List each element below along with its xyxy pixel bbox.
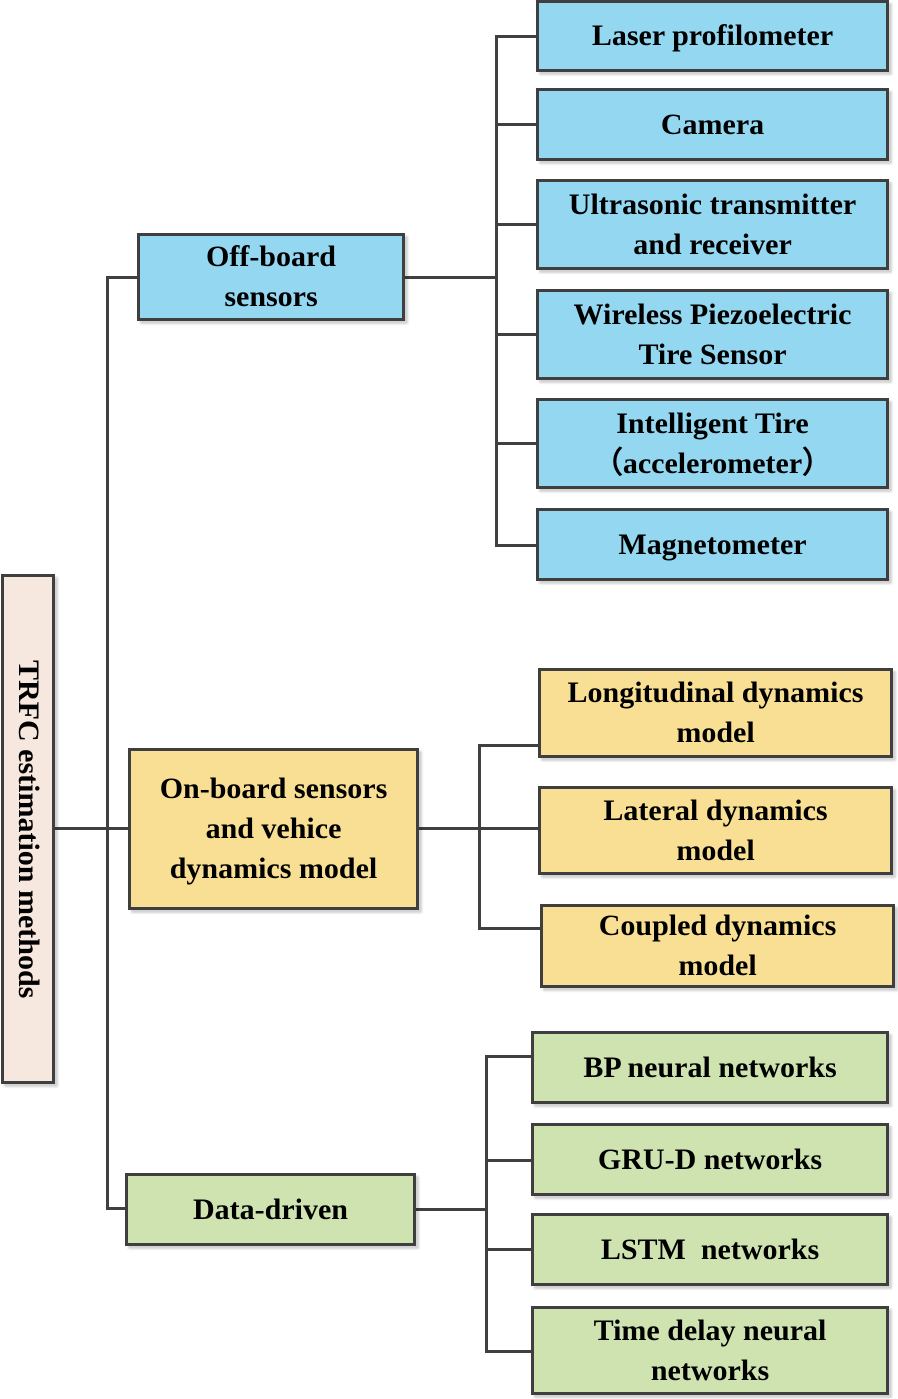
category-label-line: Off-board xyxy=(206,240,336,273)
method-bp-neural-networks: BP neural networks xyxy=(531,1031,889,1104)
root-node: TRFC estimation methods xyxy=(1,574,55,1084)
method-time-delay-neural-networks: Time delay neural networks xyxy=(531,1306,889,1395)
method-laser-profilometer: Laser profilometer xyxy=(536,0,889,72)
method-label: Intelligent Tire xyxy=(616,406,809,440)
method-intelligent-tire: Intelligent Tire （accelerometer） xyxy=(536,398,889,489)
method-label: Laser profilometer xyxy=(591,19,834,52)
category-label-line: and vehice xyxy=(205,812,342,845)
method-camera: Camera xyxy=(536,88,889,161)
method-gru-d-networks: GRU-D networks xyxy=(531,1123,889,1196)
connector-datadriven-trunk xyxy=(485,1055,488,1352)
method-label: and receiver xyxy=(633,227,792,261)
method-label: BP neural networks xyxy=(583,1050,837,1084)
method-ultrasonic: Ultrasonic transmitter and receiver xyxy=(536,179,889,270)
category-offboard-sensors: Off-board sensors xyxy=(137,233,405,321)
category-label-line: Data-driven xyxy=(193,1192,348,1226)
connector-datadriven-child xyxy=(485,1055,533,1058)
root-label: TRFC estimation methods xyxy=(12,659,45,999)
method-label: LSTM networks xyxy=(600,1232,820,1266)
method-label: Longitudinal dynamics xyxy=(567,676,864,709)
connector-offboard-child xyxy=(495,35,539,38)
method-label: Tire Sensor xyxy=(638,337,787,371)
method-label: （accelerometer） xyxy=(592,446,833,480)
method-lateral-dynamics: Lateral dynamics model xyxy=(538,786,893,875)
connector-datadriven-child xyxy=(485,1159,533,1162)
method-label: Lateral dynamics xyxy=(603,793,828,827)
method-label: Camera xyxy=(660,107,765,141)
connector-offboard-out xyxy=(403,276,498,279)
connector-onboard-child xyxy=(478,744,541,747)
connector-offboard-child xyxy=(495,544,539,547)
category-onboard-sensors: On-board sensors and vehice dynamics mod… xyxy=(128,748,419,910)
method-label: networks xyxy=(650,1353,770,1387)
connector-datadriven-child xyxy=(485,1248,533,1251)
method-label: Magnetometer xyxy=(618,527,807,561)
method-wireless-piezoelectric: Wireless Piezoelectric Tire Sensor xyxy=(536,289,889,380)
method-label: model xyxy=(678,949,757,982)
connector-offboard-trunk xyxy=(495,35,498,547)
connector-to-onboard xyxy=(106,827,130,830)
connector-datadriven-out xyxy=(414,1208,488,1211)
connector-offboard-child xyxy=(495,442,539,445)
method-label: Coupled dynamics xyxy=(598,909,837,942)
category-label-line: On-board sensors xyxy=(159,772,388,805)
method-label: model xyxy=(676,833,755,867)
connector-offboard-child xyxy=(495,123,539,126)
method-label: Wireless Piezoelectric xyxy=(573,297,852,331)
connector-offboard-child xyxy=(495,333,539,336)
method-magnetometer: Magnetometer xyxy=(536,508,889,581)
method-lstm-networks: LSTM networks xyxy=(531,1213,889,1286)
method-label: GRU-D networks xyxy=(597,1142,823,1176)
method-label: model xyxy=(676,716,755,749)
method-coupled-dynamics: Coupled dynamics model xyxy=(540,904,895,988)
connector-onboard-trunk xyxy=(478,744,481,930)
connector-to-datadriven xyxy=(106,1207,128,1210)
category-data-driven: Data-driven xyxy=(125,1173,416,1246)
connector-offboard-child xyxy=(495,223,539,226)
method-label: Ultrasonic transmitter xyxy=(568,187,857,221)
connector-to-offboard xyxy=(106,276,139,279)
category-label-line: sensors xyxy=(224,280,318,313)
connector-datadriven-child xyxy=(485,1350,533,1353)
connector-root-trunk xyxy=(54,827,108,830)
method-label: Time delay neural xyxy=(593,1313,827,1347)
connector-main-trunk xyxy=(106,276,109,1209)
method-longitudinal-dynamics: Longitudinal dynamics model xyxy=(538,668,893,758)
connector-onboard-child xyxy=(478,927,543,930)
category-label-line: dynamics model xyxy=(169,852,378,885)
